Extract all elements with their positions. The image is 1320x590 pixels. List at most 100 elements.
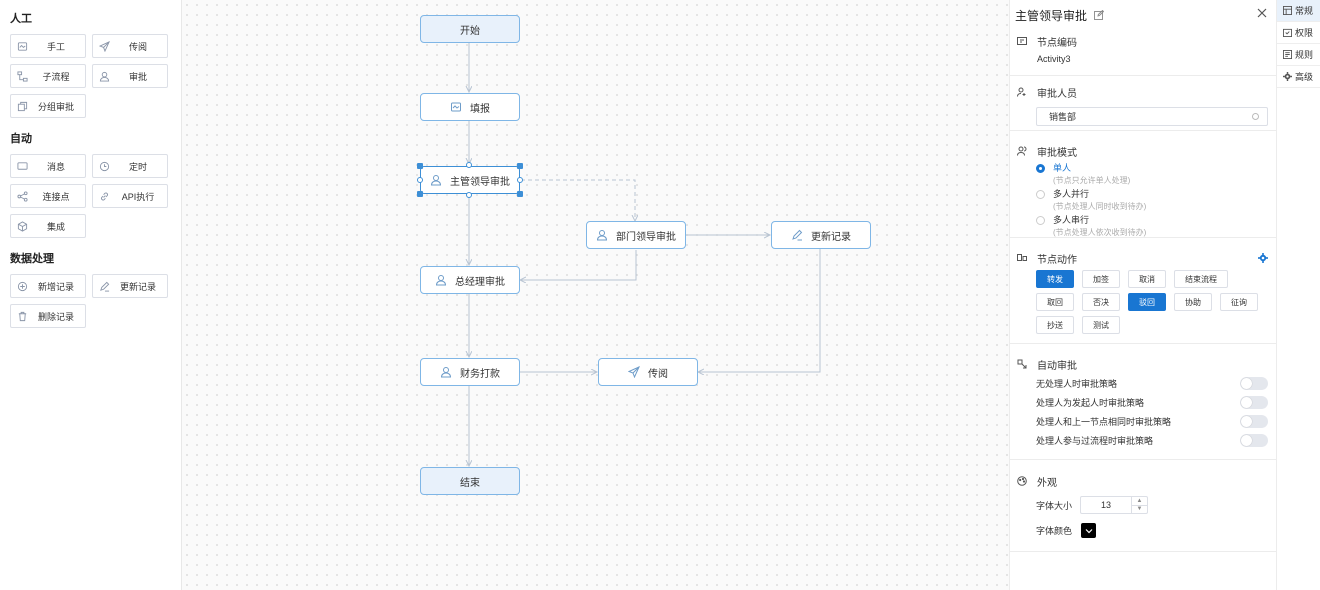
font-size-label: 字体大小 (1036, 500, 1073, 511)
trash-icon (11, 311, 33, 322)
palette-item-label: 集成 (46, 221, 65, 232)
palette-group-auto: 消息 定时 连接点 API执行 集成 (10, 154, 181, 238)
auto-rule-label: 无处理人时审批策略 (1036, 379, 1118, 389)
mode-option-serial[interactable]: 多人串行 (节点处理人依次收到待办) (1017, 214, 1268, 239)
palette-item-delete-record[interactable]: 删除记录 (10, 304, 86, 328)
flow-node-fill[interactable]: 填报 (420, 93, 520, 121)
action-end-flow-button[interactable]: 结束流程 (1174, 270, 1228, 288)
approvers-select[interactable]: 销售部 (1036, 107, 1268, 126)
tab-label: 规则 (1295, 50, 1314, 60)
action-forward-button[interactable]: 转发 (1036, 270, 1074, 288)
auto-rule-toggle[interactable] (1240, 434, 1268, 447)
edge-manager-dept (521, 179, 635, 221)
flow-node-end[interactable]: 结束 (420, 467, 520, 495)
palette-item-label: 子流程 (42, 71, 70, 82)
increment-button[interactable]: ▲ (1136, 497, 1143, 504)
resize-handle-ne[interactable] (517, 163, 523, 169)
mode-option-parallel[interactable]: 多人并行(节点处理人同时收到待办) (1017, 188, 1268, 213)
action-retrieve-button[interactable]: 取回 (1036, 293, 1074, 311)
palette-item-message[interactable]: 消息 (10, 154, 86, 178)
clear-icon[interactable] (1252, 113, 1259, 120)
flow-node-update-record[interactable]: 更新记录 (771, 221, 871, 249)
action-veto-button[interactable]: 否决 (1082, 293, 1120, 311)
palette-item-manual[interactable]: 手工 (10, 34, 86, 58)
tab-label: 高级 (1295, 72, 1314, 82)
edge-update-circulate (698, 249, 821, 372)
tab-permission[interactable]: 权限 (1277, 22, 1320, 44)
gear-icon[interactable] (1258, 253, 1268, 263)
action-cancel-button[interactable]: 取消 (1128, 270, 1166, 288)
action-add-sign-button[interactable]: 加签 (1082, 270, 1120, 288)
connect-handle-bottom[interactable] (466, 192, 472, 198)
action-cc-button[interactable]: 抄送 (1036, 316, 1074, 334)
mode-option-label: 多人串行 (1053, 215, 1090, 225)
flow-node-gm-approve[interactable]: 总经理审批 (420, 266, 520, 294)
radio-button[interactable] (1036, 216, 1045, 225)
action-assist-button[interactable]: 协助 (1174, 293, 1212, 311)
mode-option-single[interactable]: 单人(节点只允许单人处理) (1017, 162, 1268, 187)
property-panel: 主管领导审批 节点编码 Activity3 审批人员 销售部 (1009, 0, 1277, 590)
resize-handle-se[interactable] (517, 191, 523, 197)
node-label: 开始 (460, 25, 480, 37)
close-icon[interactable] (1256, 7, 1268, 19)
radio-button[interactable] (1036, 164, 1045, 173)
connect-handle-right[interactable] (517, 177, 523, 183)
palette-item-label: 新增记录 (37, 281, 74, 292)
font-size-input[interactable] (1081, 500, 1132, 510)
section-auto-approval: 自动审批 无处理人时审批策略 处理人为发起人时审批策略 处理人和上一节点相同时审… (1010, 344, 1276, 460)
form-icon (11, 41, 33, 52)
node-code-value: Activity3 (1037, 54, 1071, 64)
palette-group-manual: 手工 传阅 子流程 审批 分组审批 (10, 34, 181, 118)
connect-handle-left[interactable] (417, 177, 423, 183)
palette-item-integration[interactable]: 集成 (10, 214, 86, 238)
auto-rule-toggle[interactable] (1240, 377, 1268, 390)
auto-rule-toggle[interactable] (1240, 396, 1268, 409)
tab-rules[interactable]: 规则 (1277, 44, 1320, 66)
share-icon (11, 190, 33, 202)
palette-item-subflow[interactable]: 子流程 (10, 64, 86, 88)
flow-node-finance[interactable]: 财务打款 (420, 358, 520, 386)
tab-advanced[interactable]: 高级 (1277, 66, 1320, 88)
mode-option-label: 多人并行 (1053, 189, 1090, 199)
resize-handle-sw[interactable] (417, 191, 423, 197)
palette-item-approve[interactable]: 审批 (92, 64, 168, 88)
link-icon (93, 191, 115, 202)
connect-handle-top[interactable] (466, 162, 472, 168)
action-icon (1017, 253, 1027, 263)
user-add-icon (1017, 87, 1027, 97)
flow-node-circulate[interactable]: 传阅 (598, 358, 698, 386)
font-size-stepper[interactable]: ▲ ▼ (1080, 496, 1149, 514)
action-test-button[interactable]: 测试 (1082, 316, 1120, 334)
palette-item-api[interactable]: API执行 (92, 184, 168, 208)
chevron-down-icon (1085, 528, 1092, 533)
decrement-button[interactable]: ▼ (1132, 504, 1148, 514)
palette-item-timer[interactable]: 定时 (92, 154, 168, 178)
palette-item-update-record[interactable]: 更新记录 (92, 274, 168, 298)
mode-option-hint: (节点处理人依次收到待办) (1053, 228, 1147, 237)
action-reject-button[interactable]: 驳回 (1128, 293, 1166, 311)
flow-node-start[interactable]: 开始 (420, 15, 520, 43)
tab-general[interactable]: 常规 (1277, 0, 1320, 22)
edit-icon[interactable] (1094, 10, 1105, 20)
settings-icon (1283, 72, 1292, 81)
rules-icon (1283, 50, 1292, 59)
action-consult-button[interactable]: 征询 (1220, 293, 1258, 311)
palette-item-group-approve[interactable]: 分组审批 (10, 94, 86, 118)
palette-item-add-record[interactable]: 新增记录 (10, 274, 86, 298)
mode-option-label: 单人 (1053, 163, 1072, 173)
palette-item-label: 传阅 (128, 41, 147, 52)
flow-node-dept-approve[interactable]: 部门领导审批 (586, 221, 686, 249)
flow-canvas[interactable]: 开始 填报 主管领导审批 部门领导审批 更新记录 总经理审批 (182, 0, 1009, 590)
palette-item-circulate[interactable]: 传阅 (92, 34, 168, 58)
section-title: 审批人员 (1017, 84, 1268, 100)
panel-title: 主管领导审批 (1015, 8, 1088, 23)
node-label: 结束 (460, 477, 480, 489)
font-color-picker[interactable] (1081, 523, 1097, 538)
radio-button[interactable] (1036, 190, 1045, 199)
resize-handle-nw[interactable] (417, 163, 423, 169)
palette-item-connector[interactable]: 连接点 (10, 184, 86, 208)
palette-group-data: 新增记录 更新记录 删除记录 (10, 274, 181, 328)
flow-node-manager-approve[interactable]: 主管领导审批 (420, 166, 520, 194)
auto-rule-toggle[interactable] (1240, 415, 1268, 428)
flow-edges (182, 43, 821, 590)
